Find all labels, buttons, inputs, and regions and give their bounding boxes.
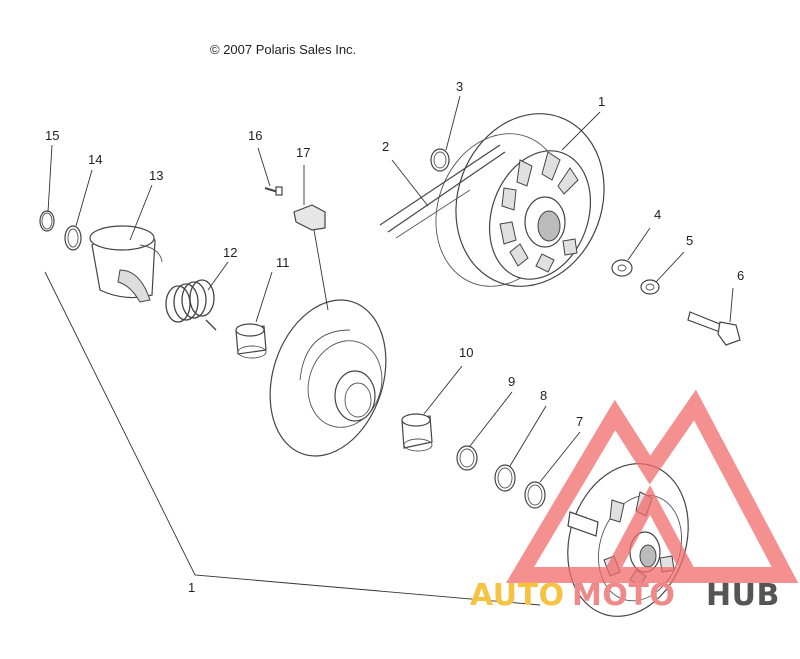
callout-10: 10	[459, 345, 473, 360]
callout-2: 2	[382, 139, 389, 154]
callout-6: 6	[737, 268, 744, 283]
callout-16: 16	[248, 128, 262, 143]
part-13-helix	[89, 225, 163, 303]
copyright-notice: © 2007 Polaris Sales Inc.	[210, 42, 357, 57]
callout-numbers: 15 14 13 12 11 16 17 2 3 1 4 5 6 10 9 8 …	[45, 79, 744, 595]
callout-12: 12	[223, 245, 237, 260]
callout-11: 11	[276, 255, 290, 270]
callout-1-bottom: 1	[188, 580, 195, 595]
callout-14: 14	[88, 152, 102, 167]
part-11-bushing	[235, 323, 267, 359]
moveable-sheave	[269, 299, 387, 457]
watermark-text-auto: AUTO	[470, 578, 565, 613]
callout-13: 13	[149, 168, 163, 183]
drive-belt	[379, 144, 506, 239]
watermark-logo-mark	[505, 389, 799, 583]
callout-7: 7	[576, 414, 583, 429]
callout-3: 3	[456, 79, 463, 94]
callout-5: 5	[686, 233, 693, 248]
callout-4: 4	[654, 207, 661, 222]
part-4-washer	[611, 259, 633, 277]
callout-15: 15	[45, 128, 59, 143]
callout-1-top: 1	[598, 94, 605, 109]
callout-9: 9	[508, 374, 515, 389]
callout-8: 8	[540, 388, 547, 403]
part-17-button	[293, 204, 326, 231]
part-10-bushing	[401, 413, 433, 452]
part-16-screw	[264, 186, 283, 196]
leader-lines	[44, 95, 734, 606]
watermark-text-hub: HUB	[706, 578, 780, 613]
part-12-spring	[165, 279, 217, 331]
driven-clutch-assembly	[435, 113, 605, 287]
part-6-bolt	[687, 311, 741, 346]
part-14-ring	[64, 225, 82, 251]
watermark-text-moto: MOTO	[572, 578, 676, 613]
part-5-washer	[640, 279, 660, 295]
callout-17: 17	[296, 145, 310, 160]
